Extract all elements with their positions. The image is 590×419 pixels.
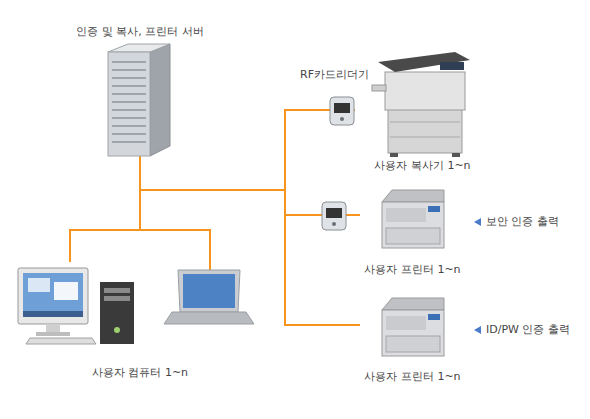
- server-illustration: [108, 44, 170, 156]
- server-side: [150, 44, 170, 156]
- printer-illustration: [382, 190, 444, 248]
- monitor-frame: [18, 268, 88, 324]
- server-front: [108, 52, 150, 156]
- reader-window: [334, 103, 350, 113]
- device-caption: 인증 및 복사, 프린터 서버: [76, 25, 203, 39]
- copier-drawers: [390, 122, 460, 137]
- keyboard: [26, 338, 96, 344]
- network-line: [140, 155, 360, 325]
- screen-taskbar: [23, 311, 83, 317]
- copier-body: [385, 72, 465, 110]
- network-line: [70, 155, 140, 262]
- reader-light: [340, 117, 344, 121]
- copier-foot: [452, 153, 460, 157]
- pc-drive: [104, 296, 130, 301]
- annotation-label: ID/PW 인증 출력: [486, 323, 570, 337]
- copier-foot: [390, 153, 398, 157]
- network-line: [140, 155, 360, 215]
- device-node: 사용자 복사기 1~n: [355, 50, 490, 173]
- network-wire: [140, 230, 210, 270]
- pointer-triangle: [474, 218, 481, 226]
- reader-window: [326, 208, 342, 218]
- laptop-base: [164, 312, 254, 324]
- server-top: [108, 44, 170, 52]
- copier-tray: [372, 85, 386, 91]
- device-caption: 사용자 복사기 1~n: [374, 159, 470, 173]
- printer-body: [382, 310, 444, 356]
- printer-top: [382, 190, 444, 202]
- pc-drive: [104, 288, 130, 293]
- printer-drawer: [386, 336, 440, 352]
- printer-led: [428, 206, 440, 212]
- printer-body: [382, 202, 444, 248]
- screen-window: [54, 282, 78, 300]
- copier-panel: [440, 62, 464, 70]
- printer-led: [428, 314, 440, 320]
- desktop-illustration: [18, 268, 134, 344]
- laptop-lid: [178, 270, 240, 312]
- reader-light: [332, 222, 336, 226]
- annotation-label: RF카드리더기: [300, 68, 369, 82]
- device-node: 사용자 프린터 1~n: [360, 182, 465, 277]
- printer-drawer: [386, 228, 440, 244]
- screen-window: [28, 278, 50, 292]
- device-caption: 사용자 프린터 1~n: [364, 370, 460, 384]
- device-caption: 사용자 프린터 1~n: [364, 263, 460, 277]
- rf-reader-illustration: [322, 202, 346, 230]
- printer-illustration: [382, 298, 444, 356]
- pointer-triangle: [474, 326, 481, 334]
- copier-illustration: [372, 52, 470, 157]
- monitor-base: [36, 332, 70, 336]
- laptop-screen: [183, 274, 235, 308]
- rf-reader-illustration: [330, 97, 354, 125]
- device-caption: 사용자 컴퓨터 1~n: [92, 366, 188, 380]
- printer-panel: [386, 208, 426, 222]
- copier-lid: [378, 52, 470, 72]
- server-slots: [112, 62, 146, 142]
- printer-top: [382, 298, 444, 310]
- laptop-illustration: [164, 270, 254, 324]
- device-node: 사용자 프린터 1~n: [360, 292, 465, 384]
- device-node: 사용자 컴퓨터 1~n: [15, 262, 265, 380]
- monitor-screen: [23, 273, 83, 317]
- reader-body: [322, 202, 346, 230]
- copier-cabinet: [388, 108, 462, 153]
- network-line: [140, 110, 355, 190]
- reader-body: [330, 97, 354, 125]
- annotation-label: 보안 인증 출력: [486, 215, 559, 229]
- device-node: 인증 및 복사, 프린터 서버: [60, 25, 220, 155]
- monitor-stand: [46, 324, 60, 332]
- pc-power: [114, 327, 120, 333]
- printer-panel: [386, 316, 426, 330]
- pc-tower: [100, 282, 134, 344]
